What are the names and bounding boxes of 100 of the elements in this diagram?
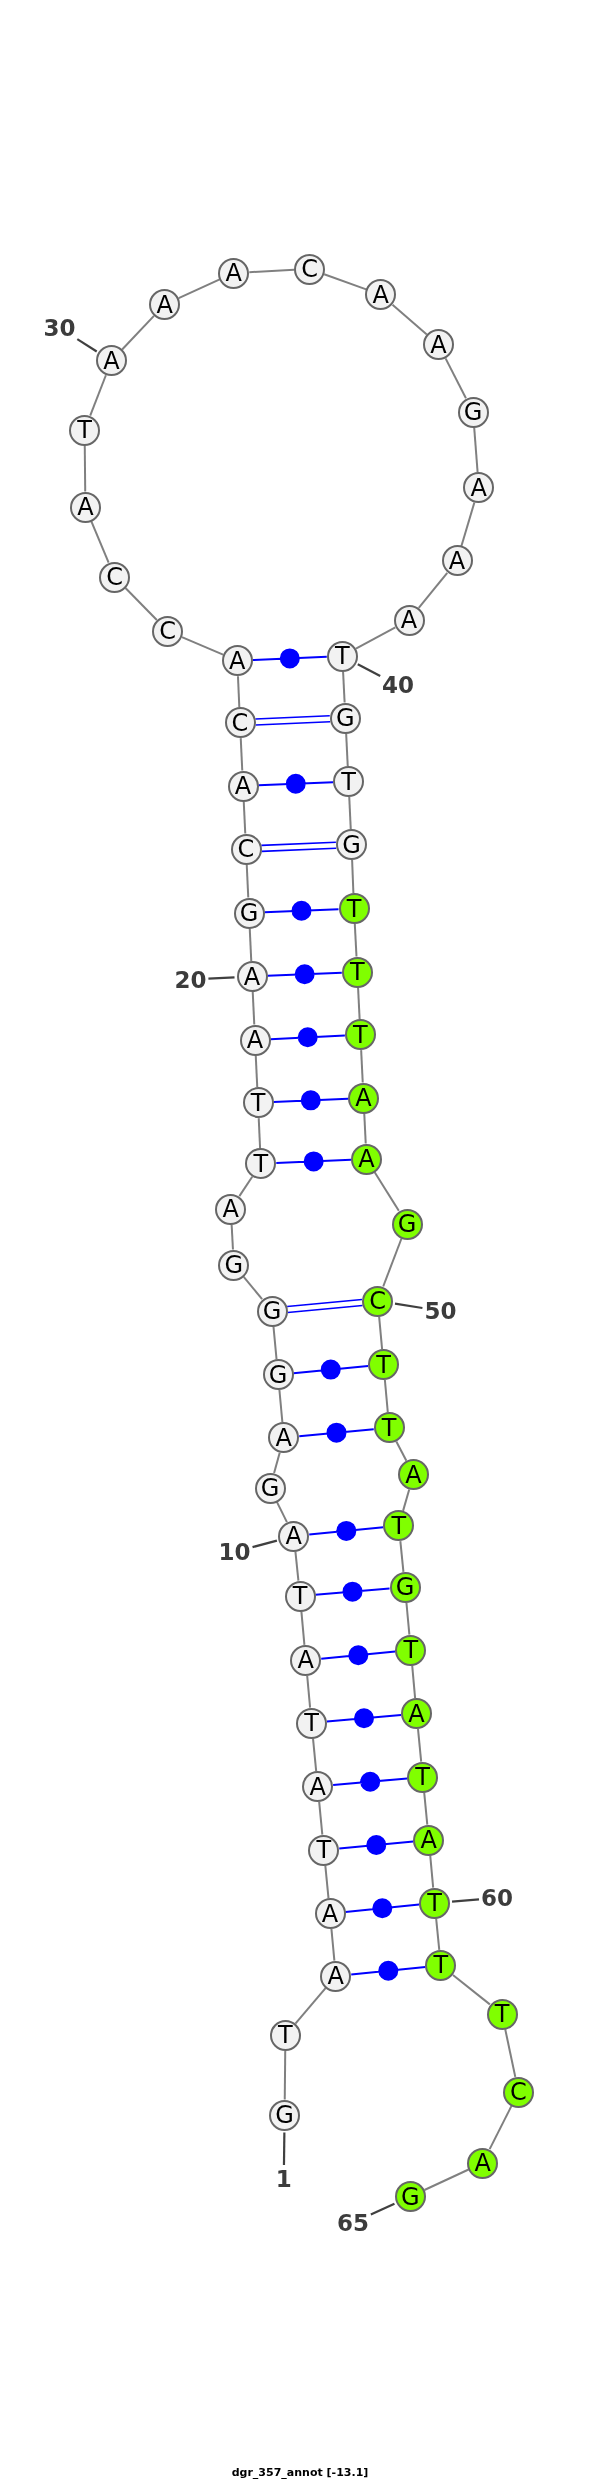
- nucleotide-circle: G: [336, 829, 367, 861]
- base-pair-line: [266, 964, 343, 985]
- nucleotide-circle: T: [419, 1887, 451, 1919]
- backbone-line: [435, 1917, 441, 1951]
- nucleotide-circle: A: [236, 961, 268, 992]
- position-number: 50: [424, 1299, 457, 1323]
- nucleotide-circle: G: [329, 702, 361, 734]
- nucleotide-circle: T: [344, 1019, 376, 1051]
- leader-line: [282, 2132, 286, 2165]
- base-pair-line: [275, 1151, 352, 1172]
- backbone-line: [177, 278, 221, 300]
- position-number: 20: [174, 968, 207, 992]
- nucleotide-circle: A: [221, 645, 253, 677]
- position-number: 65: [337, 2211, 369, 2235]
- nucleotide-circle: G: [254, 1472, 286, 1504]
- backbone-line: [417, 1727, 423, 1763]
- position-number: 1: [275, 2167, 292, 2190]
- backbone-line: [373, 1171, 400, 1212]
- nucleotide-circle: A: [69, 491, 101, 523]
- nucleotide-circle: C: [230, 833, 262, 865]
- nucleotide-circle: A: [441, 545, 473, 577]
- backbone-line: [423, 2168, 470, 2191]
- nucleotide-circle: G: [269, 2099, 301, 2131]
- backbone-line: [345, 732, 349, 767]
- backbone-line: [300, 1610, 306, 1646]
- nucleotide-circle: A: [149, 289, 181, 321]
- nucleotide-circle: A: [351, 1143, 382, 1175]
- nucleotide-circle: A: [278, 1520, 310, 1552]
- backbone-line: [399, 1540, 405, 1573]
- backbone-line: [239, 737, 244, 772]
- backbone-line: [473, 426, 479, 474]
- backbone-line: [357, 986, 361, 1021]
- nucleotide-circle: A: [268, 1422, 300, 1454]
- nucleotide-circle: G: [394, 2181, 426, 2212]
- backbone-line: [83, 444, 87, 493]
- nucleotide-circle: A: [401, 1698, 432, 1729]
- nucleotide-circle: T: [341, 956, 373, 988]
- base-pair-line: [350, 1960, 427, 1981]
- leader-line: [76, 338, 98, 353]
- nucleotide-circle: G: [233, 897, 265, 929]
- base-pair-line: [257, 773, 334, 794]
- base-pair-line: [272, 1090, 349, 1111]
- nucleotide-circle: G: [389, 1571, 421, 1603]
- backbone-line: [257, 1117, 262, 1150]
- nucleotide-circle: A: [413, 1824, 445, 1856]
- base-pair-double-line: [260, 841, 337, 853]
- nucleotide-circle: G: [218, 1249, 250, 1281]
- nucleotide-circle: T: [407, 1761, 439, 1793]
- nucleotide-circle: T: [383, 1510, 415, 1542]
- base-pair-line: [314, 1581, 391, 1602]
- nucleotide-circle: T: [308, 1834, 340, 1866]
- backbone-line: [89, 374, 107, 417]
- nucleotide-circle: A: [398, 1459, 429, 1491]
- nucleotide-circle: A: [393, 604, 425, 636]
- nucleotide-circle: T: [425, 1949, 457, 1981]
- nucleotide-circle: T: [333, 766, 364, 797]
- nucleotide-circle: T: [296, 1707, 327, 1739]
- nucleotide-circle: C: [152, 615, 184, 647]
- backbone-line: [245, 863, 250, 899]
- backbone-line: [429, 1854, 435, 1889]
- base-pair-line: [308, 1520, 385, 1541]
- backbone-line: [391, 303, 428, 336]
- leader-line: [208, 976, 235, 980]
- nucleotide-circle: T: [326, 640, 358, 672]
- nucleotide-circle: A: [463, 472, 495, 504]
- backbone-line: [236, 675, 241, 709]
- backbone-line: [488, 2104, 513, 2151]
- backbone-line: [504, 2028, 517, 2078]
- nucleotide-circle: A: [320, 1960, 352, 1992]
- backbone-line: [273, 1451, 281, 1475]
- position-number: 40: [382, 673, 414, 697]
- base-pair-double-line: [286, 1298, 364, 1314]
- nucleotide-circle: A: [227, 770, 259, 802]
- backbone-line: [248, 268, 296, 274]
- nucleotide-circle: G: [391, 1208, 423, 1240]
- backbone-line: [283, 2049, 287, 2101]
- backbone-line: [312, 1737, 318, 1773]
- nucleotide-circle: A: [239, 1024, 271, 1056]
- backbone-line: [360, 1049, 364, 1084]
- backbone-line: [411, 1664, 417, 1700]
- nucleotide-circle: C: [362, 1285, 394, 1317]
- nucleotide-circle: G: [256, 1295, 288, 1327]
- backbone-line: [451, 1974, 491, 2006]
- backbone-line: [363, 1112, 367, 1145]
- backbone-line: [330, 1927, 336, 1962]
- leader-line: [370, 2202, 395, 2216]
- nucleotide-circle: A: [96, 345, 127, 377]
- backbone-line: [180, 636, 225, 656]
- backbone-line: [444, 357, 467, 400]
- backbone-line: [351, 859, 355, 894]
- nucleotide-circle: A: [215, 1193, 247, 1225]
- nucleotide-circle: A: [218, 257, 250, 289]
- backbone-line: [124, 587, 158, 621]
- backbone-line: [230, 1223, 234, 1251]
- base-pair-line: [344, 1898, 421, 1919]
- backbone-line: [323, 273, 368, 291]
- nucleotide-circle: T: [284, 1580, 316, 1612]
- position-number: 10: [218, 1540, 251, 1564]
- backbone-line: [382, 1237, 403, 1288]
- base-pair-double-line: [254, 714, 331, 726]
